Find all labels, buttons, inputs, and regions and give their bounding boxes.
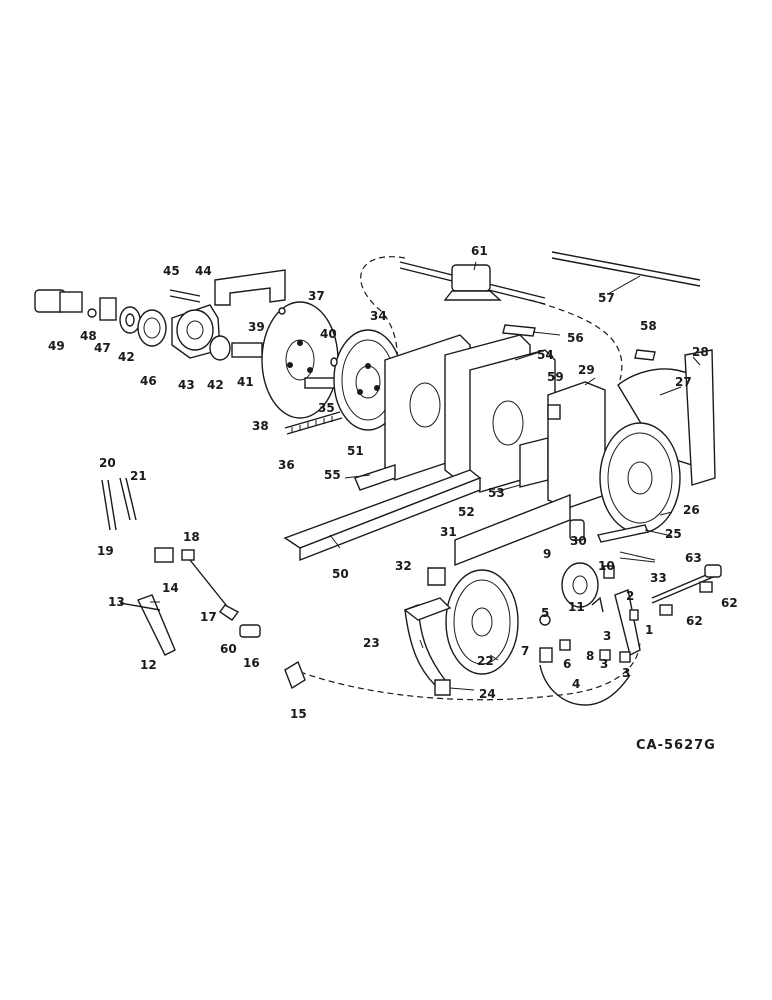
callout-59: 59 [547, 370, 564, 384]
drawing-code: CA-5627G [636, 738, 716, 753]
left-linkage [101, 477, 176, 656]
callout-3: 3 [603, 629, 611, 643]
callout-47: 47 [94, 341, 111, 355]
callout-20: 20 [99, 456, 116, 470]
beam-31 [454, 493, 571, 567]
callout-45: 45 [163, 264, 180, 278]
rod-linkage-17 [181, 549, 306, 690]
rod-57 [551, 251, 701, 287]
callout-16: 16 [243, 656, 260, 670]
callout-27: 27 [675, 375, 692, 389]
callout-2: 2 [626, 589, 634, 603]
callout-57: 57 [598, 291, 615, 305]
callout-17: 17 [200, 610, 217, 624]
callout-14: 14 [162, 581, 179, 595]
shield-23 [403, 597, 452, 686]
callout-18: 18 [183, 530, 200, 544]
callout-7: 7 [521, 644, 529, 658]
right-frame [547, 349, 716, 534]
callout-34: 34 [370, 309, 387, 323]
callout-numbers: 1 2 3 3 3 4 5 6 7 8 9 10 11 12 13 14 15 … [48, 244, 738, 721]
callout-30: 30 [570, 534, 587, 548]
callout-35: 35 [318, 401, 335, 415]
jackshaft-61 [399, 261, 546, 305]
pulley-22 [445, 569, 519, 675]
callout-44: 44 [195, 264, 212, 278]
callout-26: 26 [683, 503, 700, 517]
callout-62: 62 [686, 614, 703, 628]
callout-4: 4 [572, 677, 580, 691]
callout-50: 50 [332, 567, 349, 581]
callout-11: 11 [568, 600, 585, 614]
idler-pulley-9 [561, 562, 599, 608]
callout-46: 46 [140, 374, 157, 388]
callout-10: 10 [598, 559, 615, 573]
callout-42: 42 [118, 350, 135, 364]
belt-25 [569, 519, 656, 563]
callout-54: 54 [537, 348, 554, 362]
pulley-37 [261, 301, 339, 419]
callout-19: 19 [97, 544, 114, 558]
callout-15: 15 [290, 707, 307, 721]
callout-13: 13 [108, 595, 125, 609]
callout-31: 31 [440, 525, 457, 539]
callout-33: 33 [650, 571, 667, 585]
chain-36 [284, 411, 343, 435]
callout-61: 61 [471, 244, 488, 258]
callout-23: 23 [363, 636, 380, 650]
callout-21: 21 [130, 469, 147, 483]
callout-40: 40 [320, 327, 337, 341]
callout-48: 48 [80, 329, 97, 343]
callout-22: 22 [477, 654, 494, 668]
callout-25: 25 [665, 527, 682, 541]
callout-29: 29 [578, 363, 595, 377]
callout-37: 37 [308, 289, 325, 303]
frame-plates [384, 334, 556, 493]
callout-51: 51 [347, 444, 364, 458]
callout-52: 52 [458, 505, 475, 519]
callout-1: 1 [645, 623, 653, 637]
callout-32: 32 [395, 559, 412, 573]
callout-42: 42 [207, 378, 224, 392]
callout-55: 55 [324, 468, 341, 482]
small-parts [278, 307, 656, 696]
callout-49: 49 [48, 339, 65, 353]
callout-24: 24 [479, 687, 496, 701]
callout-43: 43 [178, 378, 195, 392]
callout-56: 56 [567, 331, 584, 345]
callout-3: 3 [600, 657, 608, 671]
callout-36: 36 [278, 458, 295, 472]
callout-41: 41 [237, 375, 254, 389]
callout-60: 60 [220, 642, 237, 656]
shaft-assembly [34, 289, 263, 361]
callout-6: 6 [563, 657, 571, 671]
tension-arm [539, 589, 641, 706]
channel-50 [283, 464, 482, 562]
callout-38: 38 [252, 419, 269, 433]
link-63 [651, 564, 722, 616]
callout-3: 3 [622, 666, 630, 680]
callout-53: 53 [488, 486, 505, 500]
callout-5: 5 [541, 606, 549, 620]
leader-lines [150, 261, 701, 691]
callout-62: 62 [721, 596, 738, 610]
callout-9: 9 [543, 547, 551, 561]
callout-12: 12 [140, 658, 157, 672]
callout-63: 63 [685, 551, 702, 565]
callout-28: 28 [692, 345, 709, 359]
callout-8: 8 [586, 649, 594, 663]
callout-39: 39 [248, 320, 265, 334]
bracket-44 [214, 269, 286, 306]
callout-58: 58 [640, 319, 657, 333]
